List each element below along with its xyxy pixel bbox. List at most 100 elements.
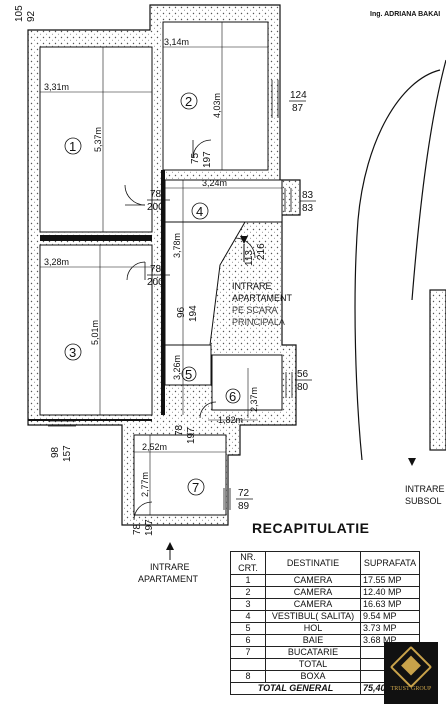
recap-cell-destination: HOL <box>265 622 361 635</box>
recap-cell-nr: 5 <box>230 622 266 635</box>
recap-cell-area: 12.40 MP <box>360 586 420 599</box>
door-78b: 78 <box>150 264 162 275</box>
recap-cell-nr: 6 <box>230 634 266 647</box>
company-logo: TRUST GROUP <box>384 642 438 704</box>
dim-bath-length: 2,37m <box>249 387 259 412</box>
recap-cell-destination: VESTIBUL( SALITA) <box>265 610 361 623</box>
dim-room3-length: 5,01m <box>90 320 100 345</box>
door-78c: 78 <box>174 424 185 436</box>
recap-cell-destination: BUCATARIE <box>265 646 361 659</box>
door-194: 194 <box>188 305 199 322</box>
recap-total-label: TOTAL GENERAL <box>230 682 361 695</box>
door-96: 96 <box>176 306 187 318</box>
room-3-marker <box>64 343 82 361</box>
recap-header-row: NR. CRT. DESTINATIE SUPRAFATA <box>230 551 420 575</box>
room-4-number: 4 <box>196 204 203 219</box>
dim-room4-width: 3,24m <box>202 178 227 188</box>
corner-label-top: 105 <box>14 5 25 22</box>
dim-room1-width: 3,31m <box>44 82 69 92</box>
door-197a: 197 <box>202 151 213 168</box>
table-row: 5 HOL 3.73 MP <box>230 622 420 635</box>
room-4-marker <box>191 202 209 220</box>
window-87: 87 <box>292 103 304 114</box>
logo-text: TRUST GROUP <box>390 686 432 692</box>
recap-cell-nr: 2 <box>230 586 266 599</box>
recap-cell-nr: 1 <box>230 574 266 587</box>
window-80: 80 <box>297 382 309 393</box>
table-row: 1 CAMERA 17.55 MP <box>230 574 420 587</box>
engineer-signature: Ing. ADRIANA BAKAI <box>370 11 441 18</box>
dim-room2-width: 3,14m <box>164 37 189 47</box>
dim-room4-length: 3,78m <box>172 233 182 258</box>
door-200a: 200 <box>147 202 164 213</box>
dim-kitchen-width: 2,52m <box>142 442 167 452</box>
room-2-number: 2 <box>185 94 192 109</box>
dim-hall-length: 3,26m <box>172 355 182 380</box>
dim-room3-width: 3,28m <box>44 257 69 267</box>
doors <box>124 139 256 521</box>
table-row: 4 VESTIBUL( SALITA) 9.54 MP <box>230 610 420 623</box>
main-entry-line1: INTRARE <box>232 281 272 291</box>
dimension-labels: 3,31m 5,37m 3,14m 4,03m 3,24m 3,78m 3,28… <box>40 22 282 515</box>
windows <box>48 80 293 510</box>
window-83a: 83 <box>302 190 314 201</box>
apt-entry-line1: INTRARE <box>150 562 190 572</box>
window-157: 157 <box>62 445 73 462</box>
apt-entry-line2: APARTAMENT <box>138 574 199 584</box>
outer-walls <box>27 4 301 526</box>
entry-arrows <box>166 236 416 560</box>
room-5-marker <box>181 366 197 382</box>
door-75: 75 <box>190 152 201 164</box>
recap-cell-nr: 4 <box>230 610 266 623</box>
room-7-marker <box>187 478 205 496</box>
dim-room2-length: 4,03m <box>212 93 222 118</box>
main-entry-line3: PE SCARA <box>232 305 278 315</box>
door-113: 113 <box>244 250 255 266</box>
room-6-marker <box>225 388 241 404</box>
room-markers <box>64 92 241 496</box>
entry-labels: INTRARE APARTAMENT PE SCARA PRINCIPALA I… <box>138 281 445 584</box>
recap-cell-nr <box>230 658 266 671</box>
room-7-number: 7 <box>192 480 199 495</box>
basement-entry-line2: SUBSOL <box>405 496 442 506</box>
room-2-marker <box>180 92 198 110</box>
room-6-number: 6 <box>229 389 236 404</box>
window-89: 89 <box>238 501 250 512</box>
recap-cell-nr: 3 <box>230 598 266 611</box>
recap-cell-nr: 8 <box>230 670 266 683</box>
recap-cell-destination: TOTAL <box>265 658 361 671</box>
dim-kitchen-length: 2,77m <box>140 472 150 497</box>
recap-header-destination: DESTINATIE <box>265 551 361 575</box>
room-1-marker <box>64 137 82 155</box>
window-56: 56 <box>297 369 309 380</box>
recap-cell-area: 3.73 MP <box>360 622 420 635</box>
recap-cell-area: 16.63 MP <box>360 598 420 611</box>
door-197b: 197 <box>186 427 197 444</box>
window-72: 72 <box>238 488 250 499</box>
recap-table: NR. CRT. DESTINATIE SUPRAFATA 1 CAMERA 1… <box>230 551 420 695</box>
recap-cell-nr: 7 <box>230 646 266 659</box>
recap-cell-destination: CAMERA <box>265 598 361 611</box>
recap-cell-destination: BOXA <box>265 670 361 683</box>
opening-labels: 105 92 124 87 75 197 78 200 83 83 113 21… <box>14 5 316 536</box>
recap-cell-area: 9.54 MP <box>360 610 420 623</box>
dim-bath-width: 1,82m <box>218 415 243 425</box>
main-entry-line4: PRINCIPALA <box>232 317 285 327</box>
corner-label-bottom: 92 <box>26 10 37 22</box>
recap-cell-area: 17.55 MP <box>360 574 420 587</box>
window-124: 124 <box>290 90 307 101</box>
door-78d: 78 <box>132 523 143 535</box>
staircase-outline <box>354 59 446 461</box>
door-200b: 200 <box>147 277 164 288</box>
door-78a: 78 <box>150 189 162 200</box>
recap-header-area: SUPRAFATA <box>360 551 420 575</box>
main-entry-line2: APARTAMENT <box>232 293 293 303</box>
table-row: 2 CAMERA 12.40 MP <box>230 586 420 599</box>
table-row: 3 CAMERA 16.63 MP <box>230 598 420 611</box>
basement-entry-line1: INTRARE <box>405 484 445 494</box>
room-5-number: 5 <box>185 367 192 382</box>
door-216: 216 <box>256 243 267 260</box>
window-98: 98 <box>50 446 61 458</box>
window-83b: 83 <box>302 203 314 214</box>
